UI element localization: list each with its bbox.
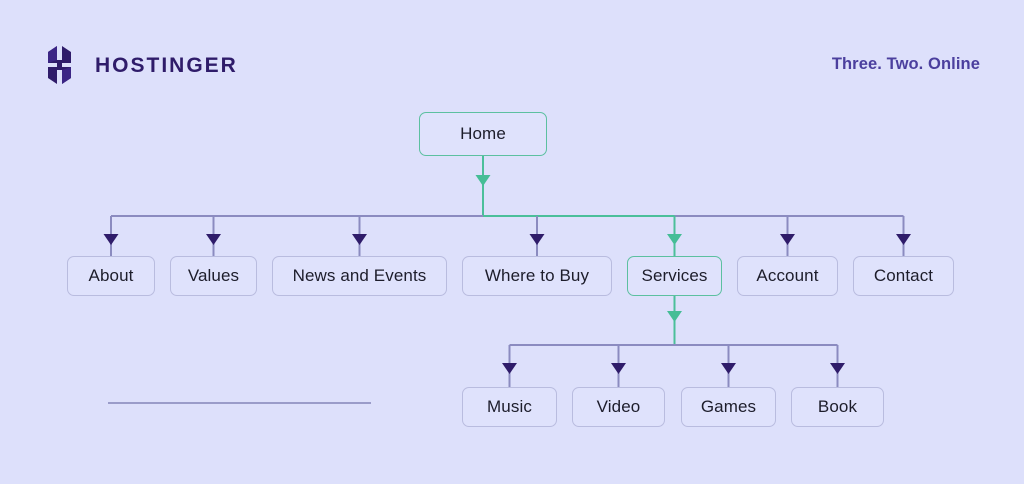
sitemap-node-video[interactable]: Video: [572, 387, 665, 427]
arrow-values: [206, 234, 221, 245]
arrow-where-to-buy: [530, 234, 545, 245]
arrow-book: [830, 363, 845, 374]
sitemap-node-label: Home: [460, 124, 506, 144]
tagline: Three. Two. Online: [832, 55, 980, 74]
sitemap-node-where-to-buy[interactable]: Where to Buy: [462, 256, 612, 296]
arrow-music: [502, 363, 517, 374]
sitemap-node-label: Games: [701, 397, 756, 417]
hostinger-h-logo-icon: [48, 46, 82, 84]
sitemap-node-services[interactable]: Services: [627, 256, 722, 296]
sitemap-node-about[interactable]: About: [67, 256, 155, 296]
arrow-games: [721, 363, 736, 374]
arrow-video: [611, 363, 626, 374]
sitemap-node-label: News and Events: [293, 266, 427, 286]
arrow-account: [780, 234, 795, 245]
arrow-services: [667, 234, 682, 245]
sitemap-node-label: Account: [756, 266, 818, 286]
arrow-news-and-events: [352, 234, 367, 245]
sitemap-node-home[interactable]: Home: [419, 112, 547, 156]
sitemap-node-label: Contact: [874, 266, 933, 286]
brand-lockup: HOSTINGER: [48, 46, 238, 84]
sitemap-node-label: Values: [188, 266, 239, 286]
arrow-about: [104, 234, 119, 245]
sitemap-node-label: Video: [597, 397, 641, 417]
brand-wordmark: HOSTINGER: [95, 55, 238, 76]
sitemap-node-games[interactable]: Games: [681, 387, 776, 427]
arrow-contact: [896, 234, 911, 245]
sitemap-node-label: About: [89, 266, 134, 286]
sitemap-node-music[interactable]: Music: [462, 387, 557, 427]
sitemap-node-account[interactable]: Account: [737, 256, 838, 296]
sitemap-node-label: Music: [487, 397, 532, 417]
sitemap-node-values[interactable]: Values: [170, 256, 257, 296]
sitemap-node-contact[interactable]: Contact: [853, 256, 954, 296]
arrow-services-down: [667, 311, 682, 322]
sitemap-node-label: Book: [818, 397, 857, 417]
header: HOSTINGER Three. Two. Online: [0, 0, 1024, 104]
sitemap-node-news-and-events[interactable]: News and Events: [272, 256, 447, 296]
arrow-home-down: [476, 175, 491, 186]
decorative-divider: [108, 402, 371, 404]
sitemap-node-label: Services: [642, 266, 708, 286]
sitemap-node-book[interactable]: Book: [791, 387, 884, 427]
sitemap-node-label: Where to Buy: [485, 266, 589, 286]
